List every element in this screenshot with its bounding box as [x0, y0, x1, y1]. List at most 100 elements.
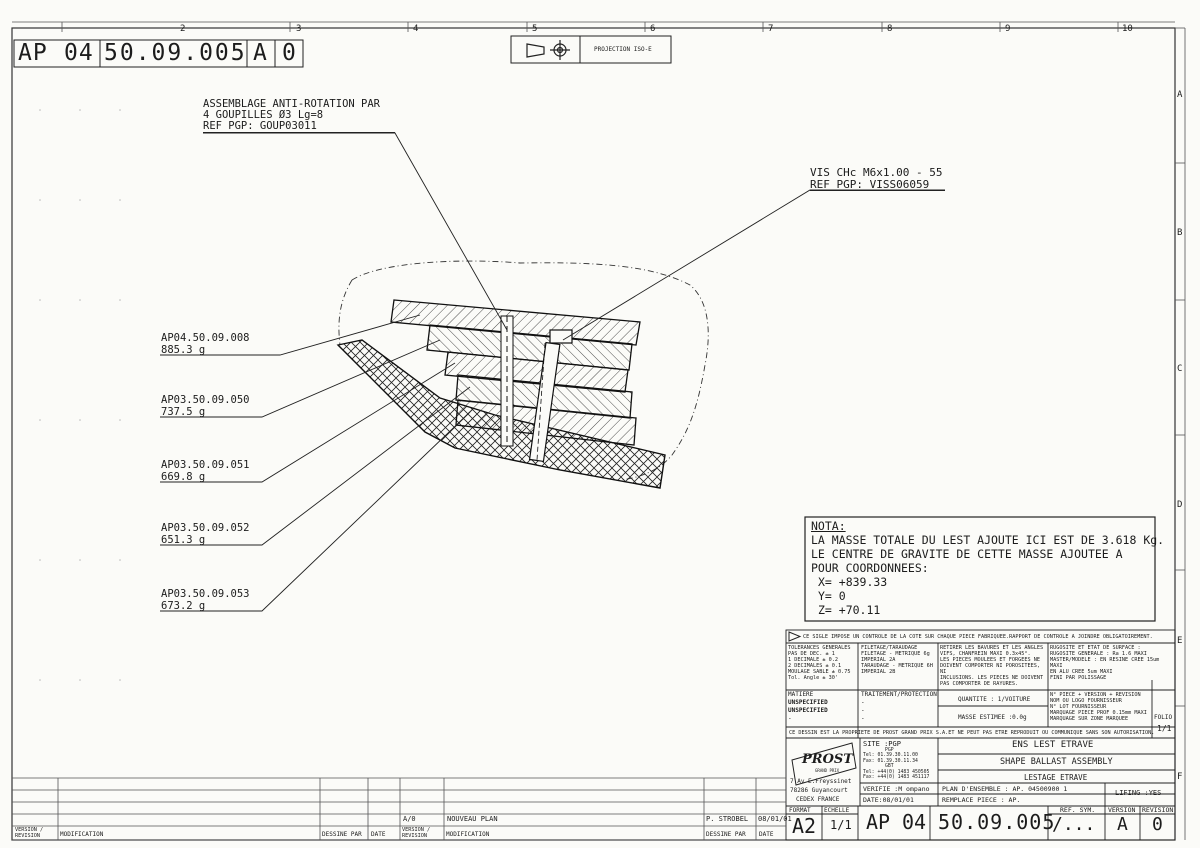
rev-header-date-2: DATE — [759, 831, 774, 838]
screw-callout-underline — [810, 190, 945, 191]
grid-col-8: 8 — [887, 24, 893, 34]
plan-ensemble: PLAN D'ENSEMBLE : AP. 04500900 1 — [942, 785, 1068, 793]
note-box — [804, 516, 1156, 622]
number-ap: AP — [866, 810, 891, 834]
masse-estimee: MASSE ESTIMEE :0.0g — [958, 714, 1027, 721]
number-main: 50.09.005 — [938, 810, 1056, 834]
grid-row-c: C — [1177, 364, 1183, 374]
rev-header-modification-2: MODIFICATION — [446, 831, 490, 838]
rev-header-dessine-2: DESSINE PAR — [706, 831, 746, 838]
projection-symbol-icon — [526, 40, 570, 60]
part-callout-ref: AP04.50.09.008 — [161, 332, 250, 344]
rev-header-modification: MODIFICATION — [60, 831, 104, 838]
header-code-box — [13, 39, 304, 68]
part-callout-mass: 673.2 g — [161, 600, 206, 612]
projection-box — [510, 35, 672, 64]
site-contacts: PGP Tel: 01.39.30.11.00 Fax: 01.39.30.11… — [863, 748, 930, 781]
site: SITE :PGP — [863, 740, 901, 748]
pin-callout-ref: REF PGP: GOUP03011 — [203, 120, 317, 132]
grid-col-2: 2 — [180, 24, 186, 34]
pin-callout-line1: ASSEMBLAGE ANTI-ROTATION PAR — [203, 98, 381, 110]
header-code-ap: AP — [18, 40, 48, 66]
grid-row-a: A — [1177, 90, 1183, 100]
echelle-value: 1/1 — [830, 818, 852, 832]
part-callout-mass: 737.5 g — [161, 406, 206, 418]
header-code-04: 04 — [64, 40, 94, 66]
header-code-version: A — [253, 40, 267, 66]
quantite: QUANTITE : 1/VOITURE — [958, 696, 1031, 703]
part-callout-mass: 669.8 g — [161, 471, 206, 483]
grid-row-e: E — [1177, 636, 1183, 646]
title-alt: LESTAGE ETRAVE — [1024, 773, 1088, 782]
matiere-block: MATIERE UNSPECIFIED UNSPECIFIED - — [788, 691, 828, 722]
note-line: POUR COORDONNEES: — [811, 561, 929, 575]
folio-value: 1/1 — [1157, 724, 1172, 733]
rev-header-version: VERSION / REVISION — [15, 827, 44, 839]
prost-logo-sub: GRAND PRIX — [815, 768, 840, 773]
rev-header-version-2: VERSION / REVISION — [402, 827, 431, 839]
part-callout-ref: AP03.50.09.050 — [161, 394, 250, 406]
lifing: LIFING :YES — [1115, 789, 1162, 797]
note-line: LE CENTRE DE GRAVITE DE CETTE MASSE AJOU… — [811, 547, 1123, 561]
anti-rotation-pin — [500, 315, 514, 447]
column-ticks-top — [61, 22, 1119, 32]
note-line: LA MASSE TOTALE DU LEST AJOUTE ICI EST D… — [811, 533, 1165, 547]
control-symbol-icon — [788, 631, 802, 642]
grid-col-4: 4 — [413, 24, 419, 34]
section-outline — [338, 260, 709, 481]
revision-label: REVISION — [1142, 806, 1174, 814]
property-line: CE DESSIN EST LA PROPRIETE DE PROST GRAN… — [789, 730, 1155, 736]
refsym-label: REF. SYM. — [1060, 806, 1096, 814]
control-line: CE SIGLE IMPOSE UN CONTROLE DE LA COTE S… — [803, 634, 1153, 640]
part-callout-ref: AP03.50.09.051 — [161, 459, 250, 471]
date: DATE:08/01/01 — [863, 796, 914, 804]
note-title: NOTA: — [811, 519, 846, 533]
grid-row-b: B — [1177, 228, 1183, 238]
format-label: FORMAT — [789, 807, 811, 814]
part-callout-mass: 651.3 g — [161, 534, 206, 546]
note-y: Y= 0 — [818, 589, 846, 603]
grid-col-9: 9 — [1005, 24, 1011, 34]
revision-table-frame — [12, 777, 786, 840]
grid-row-f: F — [1177, 772, 1183, 782]
grid-col-7: 7 — [768, 24, 774, 34]
screw-callout-line1: VIS CHc M6x1.00 - 55 — [810, 166, 943, 179]
rev-header-dessine: DESSINE PAR — [322, 831, 362, 838]
pin-callout-line2: 4 GOUPILLES Ø3 Lg=8 — [203, 109, 324, 121]
grid-col-10: 10 — [1122, 24, 1133, 34]
verifie: VERIFIE :M ompano — [863, 785, 930, 793]
address-block: 7 Av E.Freyssinet 78286 Guyancourt CEDEX… — [790, 778, 852, 803]
revision-row-version: A/0 — [403, 815, 416, 823]
grid-col-6: 6 — [650, 24, 656, 34]
revision-row-date: 08/01/01 — [758, 815, 792, 823]
folio-label: FOLIO — [1154, 714, 1173, 721]
revision-row-dessine: P. STROBEL — [706, 815, 749, 823]
note-x: X= +839.33 — [818, 575, 888, 589]
number-04: 04 — [902, 810, 927, 834]
screw — [528, 329, 573, 463]
version-label: VERSION — [1108, 806, 1136, 814]
pin-callout-underline — [203, 132, 395, 133]
title-fr: ENS LEST ETRAVE — [1012, 740, 1094, 750]
surface-block: RUGOSITE ET ETAT DE SURFACE :RUGOSITE GE… — [1050, 645, 1160, 681]
title-en: SHAPE BALLAST ASSEMBLY — [1000, 757, 1113, 767]
part-callout-mass: 885.3 g — [161, 344, 206, 356]
echelle-label: ECHELLE — [824, 807, 850, 814]
revision-value: 0 — [1152, 814, 1163, 835]
title-block-frame — [785, 629, 1176, 841]
prost-logo-icon — [791, 742, 857, 786]
format-value: A2 — [792, 814, 817, 838]
header-code-number: 50.09.005 — [104, 40, 247, 66]
grid-col-3: 3 — [296, 24, 302, 34]
part-callout-ref: AP03.50.09.052 — [161, 522, 250, 534]
refsym-value: /... — [1052, 814, 1096, 835]
version-value: A — [1117, 814, 1128, 835]
revision-row-modification: NOUVEAU PLAN — [447, 815, 498, 823]
grid-row-d: D — [1177, 500, 1183, 510]
note-z: Z= +70.11 — [818, 603, 881, 617]
row-ticks-right — [1175, 162, 1185, 707]
